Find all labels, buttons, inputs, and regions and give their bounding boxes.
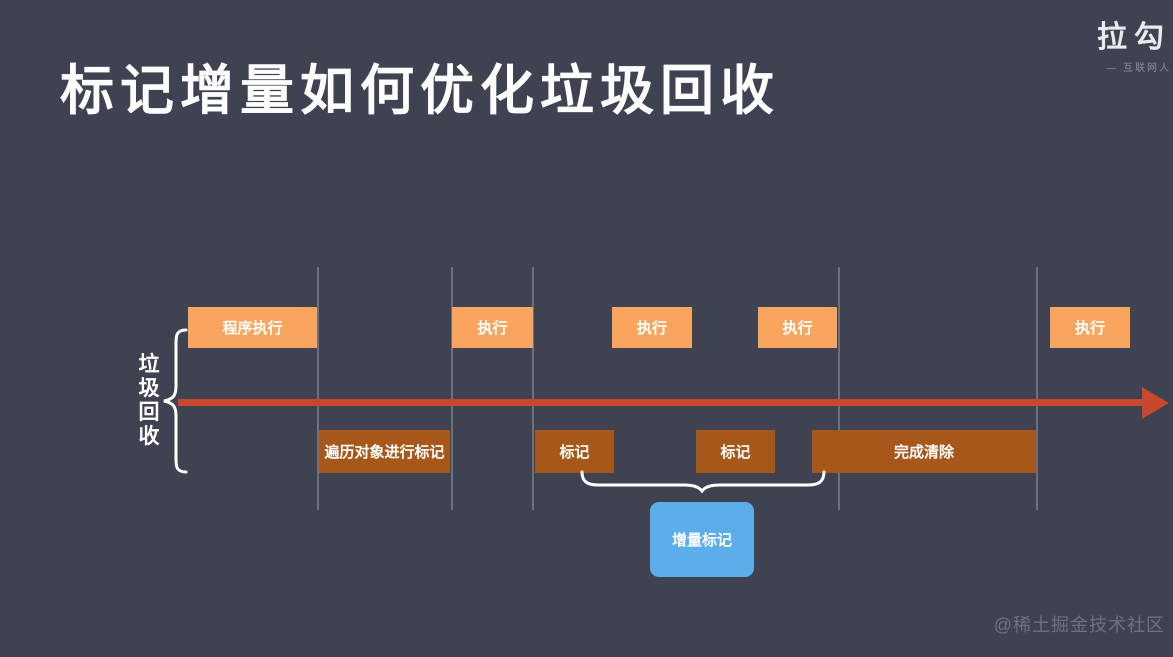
gc-segment-box: 标记 [535, 430, 614, 473]
incremental-marking-callout: 增量标记 [650, 502, 754, 577]
exec-segment-box: 执行 [1050, 307, 1130, 348]
gc-segment-box: 完成清除 [812, 430, 1036, 473]
lagou-logo-tagline: — 互联网人 [1106, 63, 1171, 74]
exec-segment-box: 执行 [612, 307, 692, 348]
timeline-arrow [178, 399, 1144, 406]
gc-axis-label: 垃圾回收 [138, 353, 160, 448]
exec-segment-box: 执行 [452, 307, 533, 348]
gc-segment-box: 遍历对象进行标记 [319, 430, 450, 473]
grid-line [838, 267, 840, 510]
grid-line [532, 267, 534, 510]
page-title: 标记增量如何优化垃圾回收 [60, 61, 780, 121]
bottom-curly-brace-icon [580, 470, 826, 494]
grid-line [317, 267, 319, 510]
grid-line [1036, 267, 1038, 510]
exec-segment-box: 程序执行 [188, 307, 317, 348]
left-curly-brace-icon [161, 327, 188, 475]
timeline-arrowhead-icon [1142, 387, 1169, 419]
lagou-logo: 拉勾 — 互联网人 [1097, 12, 1171, 74]
exec-segment-box: 执行 [758, 307, 837, 348]
grid-line [451, 267, 453, 510]
watermark-text: @稀土掘金技术社区 [993, 615, 1165, 635]
gc-segment-box: 标记 [696, 430, 775, 473]
lagou-logo-text: 拉勾 [1097, 21, 1171, 54]
